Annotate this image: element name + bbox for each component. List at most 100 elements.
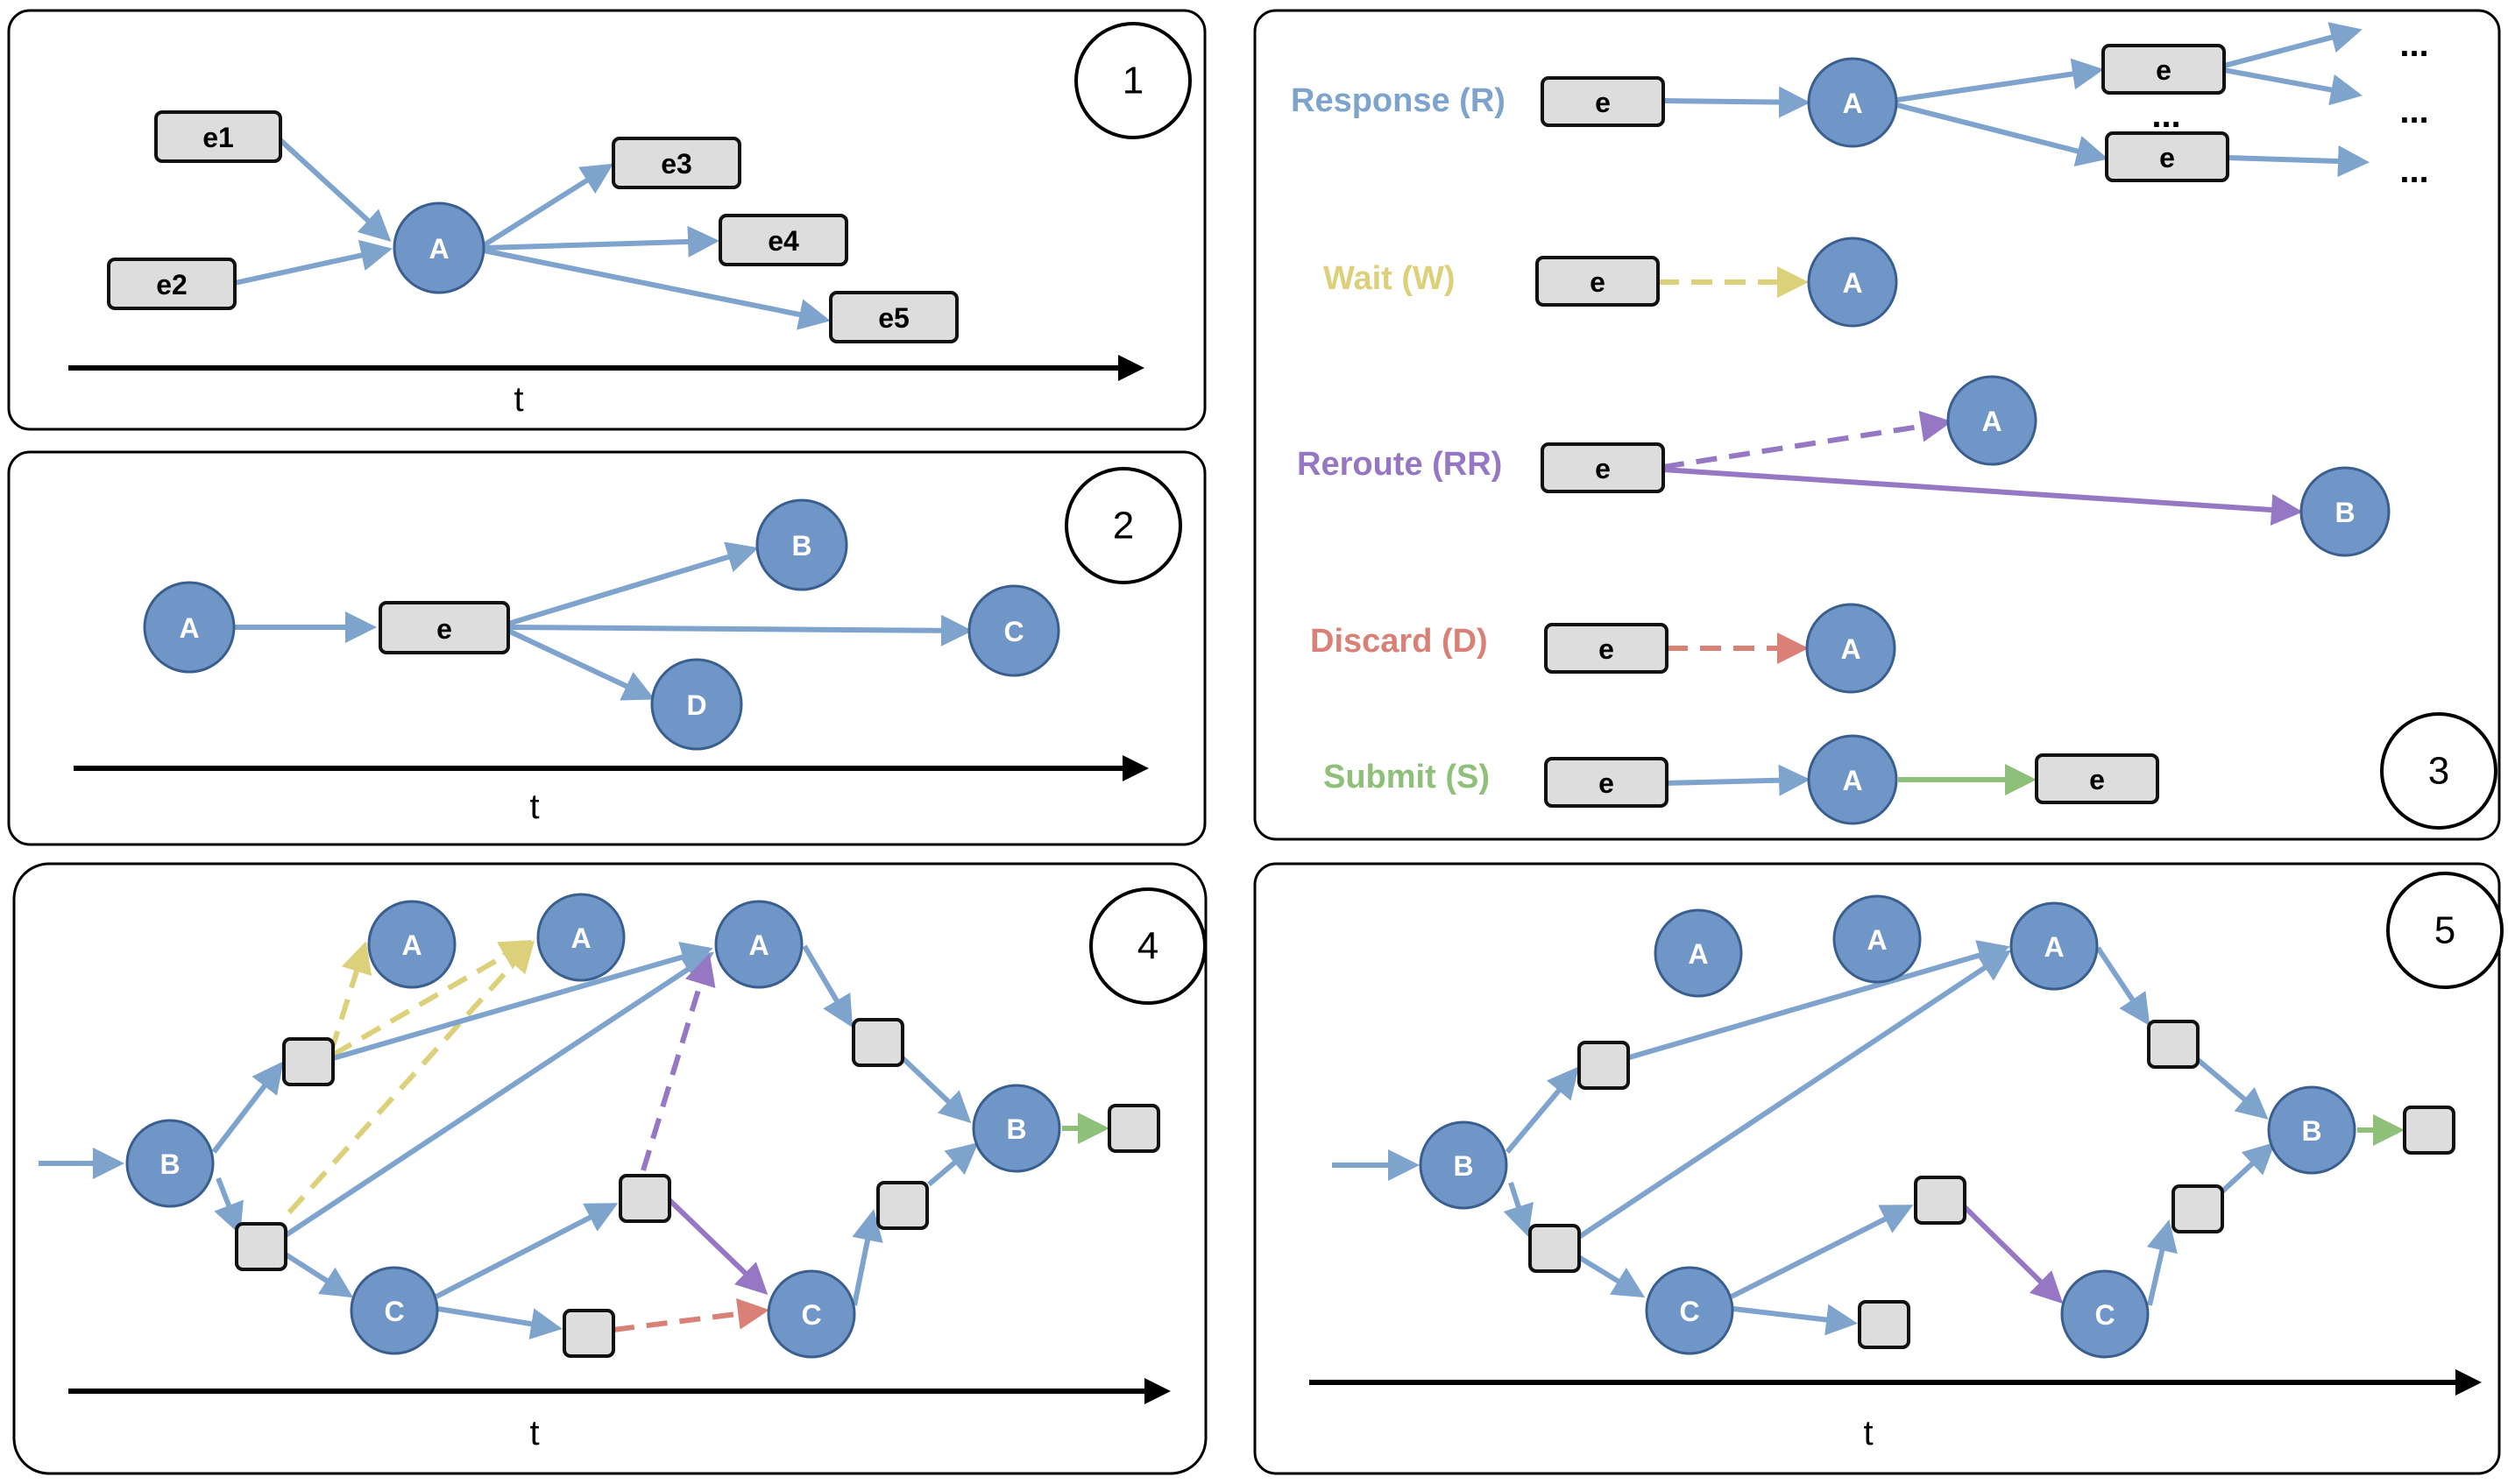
panel-5-badge: [2386, 872, 2504, 989]
legend-response-out-event-1-label: e: [2156, 54, 2171, 86]
agent-node-a-label: A: [429, 233, 449, 265]
agent-node-c-2-label: C: [801, 1299, 821, 1331]
edge-box2-a3: [1577, 950, 2011, 1240]
legend-wait-node-a-label: A: [1842, 267, 1862, 299]
panel-5-badge-label: 5: [2434, 909, 2455, 952]
event-box-4: [1858, 1300, 1910, 1349]
event-box-7: [1108, 1104, 1160, 1153]
edge-reroute-box3-c2: [1960, 1203, 2064, 1304]
edge-c-box3: [1730, 1205, 1914, 1299]
edge-box5-b2: [896, 1052, 972, 1124]
legend-submit-out-event-label: e: [2089, 764, 2105, 795]
agent-node-b-1: [125, 1119, 215, 1208]
event-box-3: [619, 1174, 671, 1223]
legend-submit-out-event: [2035, 753, 2159, 804]
agent-node-c-label: C: [1003, 616, 1024, 647]
agent-node-a-2-label: A: [570, 922, 591, 954]
agent-node-b-1-label: B: [159, 1148, 180, 1180]
agent-node-a-1: [1654, 908, 1743, 998]
legend-wait-label: Wait (W): [1323, 260, 1456, 297]
edge-a3-box5: [2095, 946, 2150, 1026]
agent-node-b: [755, 498, 848, 591]
panel-1: 1 e1 e2 e3 e4 e5 A t: [7, 9, 1207, 431]
legend-response-label: Response (R): [1291, 82, 1506, 119]
event-e1: [154, 110, 282, 163]
agent-node-b-1-label: B: [1453, 1150, 1473, 1182]
agent-node-d-label: D: [686, 689, 706, 721]
event-e3-label: e3: [661, 148, 692, 180]
agent-node-b-2-label: B: [2301, 1115, 2321, 1147]
edge-box2-c: [284, 1252, 354, 1298]
edge-box6-b2: [2220, 1141, 2276, 1194]
panel-4-badge-label: 4: [1137, 925, 1158, 968]
edge-e-b: [507, 541, 759, 626]
agent-node-b-2: [972, 1084, 1061, 1173]
agent-node-c-1-label: C: [384, 1296, 404, 1327]
event-e: [379, 601, 510, 654]
edge-wait-box1-a1: [329, 941, 372, 1052]
edge-c-box4: [1732, 1304, 1858, 1336]
panel-2-frame: [7, 450, 1207, 846]
agent-node-c-1: [350, 1266, 439, 1355]
legend-submit-event-label: e: [1598, 767, 1614, 799]
edge-box2-a3: [284, 951, 715, 1238]
ellipsis-top: ...: [2399, 25, 2428, 64]
legend-reroute-event: [1541, 442, 1665, 493]
agent-node-b-2-label: B: [1006, 1113, 1026, 1145]
edge-box1-a3: [1626, 940, 2010, 1061]
event-e2: [107, 258, 237, 310]
edge-b-box1: [1505, 1066, 1579, 1154]
legend-reroute-node-a-label: A: [1981, 406, 2001, 437]
legend-reroute-node-b-label: B: [2334, 497, 2355, 528]
legend-response-out-event-1: [2101, 44, 2226, 95]
legend-response-event-label: e: [1595, 87, 1611, 118]
time-axis-label: t: [1863, 1414, 1873, 1452]
agent-node-a-1-label: A: [1688, 938, 1708, 970]
agent-node-a-3: [2009, 901, 2099, 991]
event-box-2: [235, 1222, 287, 1271]
event-box-1: [282, 1037, 335, 1086]
event-e1-label: e1: [202, 122, 234, 153]
event-box-6: [876, 1181, 929, 1230]
panel-1-badge: [1074, 22, 1192, 139]
event-box-5: [852, 1018, 904, 1067]
event-e-label: e: [436, 613, 452, 645]
edge-response-e2-out: [2227, 145, 2370, 178]
agent-node-c-1: [1645, 1266, 1734, 1355]
edge-c-box3: [435, 1203, 619, 1299]
edge-response-e1-out1: [2223, 22, 2363, 68]
legend-discard-event: [1544, 623, 1668, 674]
edge-response-a-e2: [1896, 102, 2108, 167]
panel-2-badge: [1065, 467, 1182, 584]
time-axis-label: t: [514, 380, 523, 419]
panel-5: 5 A A A B B C: [1253, 862, 2504, 1475]
edge-discard-box4-c2: [613, 1297, 769, 1332]
ellipsis-between-events: ...: [2151, 96, 2180, 135]
event-box-3: [1914, 1176, 1966, 1225]
legend-discard-event-label: e: [1598, 633, 1614, 665]
agent-node-a-3-label: A: [748, 929, 769, 961]
agent-node-d: [650, 658, 743, 751]
event-e5-label: e5: [878, 302, 910, 334]
legend-discard-label: Discard (D): [1310, 623, 1488, 660]
time-axis-label: t: [529, 788, 539, 826]
legend-submit-node-a-label: A: [1842, 765, 1862, 796]
legend-response-node-a: [1807, 57, 1898, 148]
event-box-2: [1528, 1224, 1581, 1273]
agent-node-a-1-label: A: [401, 929, 422, 961]
edge-box6-b2: [927, 1142, 979, 1187]
agent-node-b-label: B: [791, 530, 811, 562]
ellipsis-bottom: ...: [2399, 152, 2428, 190]
edge-a-e4: [483, 225, 719, 258]
event-e4-label: e4: [768, 225, 799, 257]
event-box-1: [1577, 1041, 1630, 1090]
legend-submit-label: Submit (S): [1323, 759, 1490, 795]
agent-node-a-3-label: A: [2044, 931, 2064, 963]
panel-3-legend: 3 Response (R) e A e e ... ... ... ... W…: [1253, 9, 2501, 841]
legend-response-event: [1541, 76, 1665, 127]
agent-node-c: [967, 584, 1060, 677]
legend-wait-node-a: [1807, 237, 1898, 328]
edge-reroute-box3-c2: [667, 1198, 769, 1296]
edge-response-e-a: [1662, 86, 1810, 118]
